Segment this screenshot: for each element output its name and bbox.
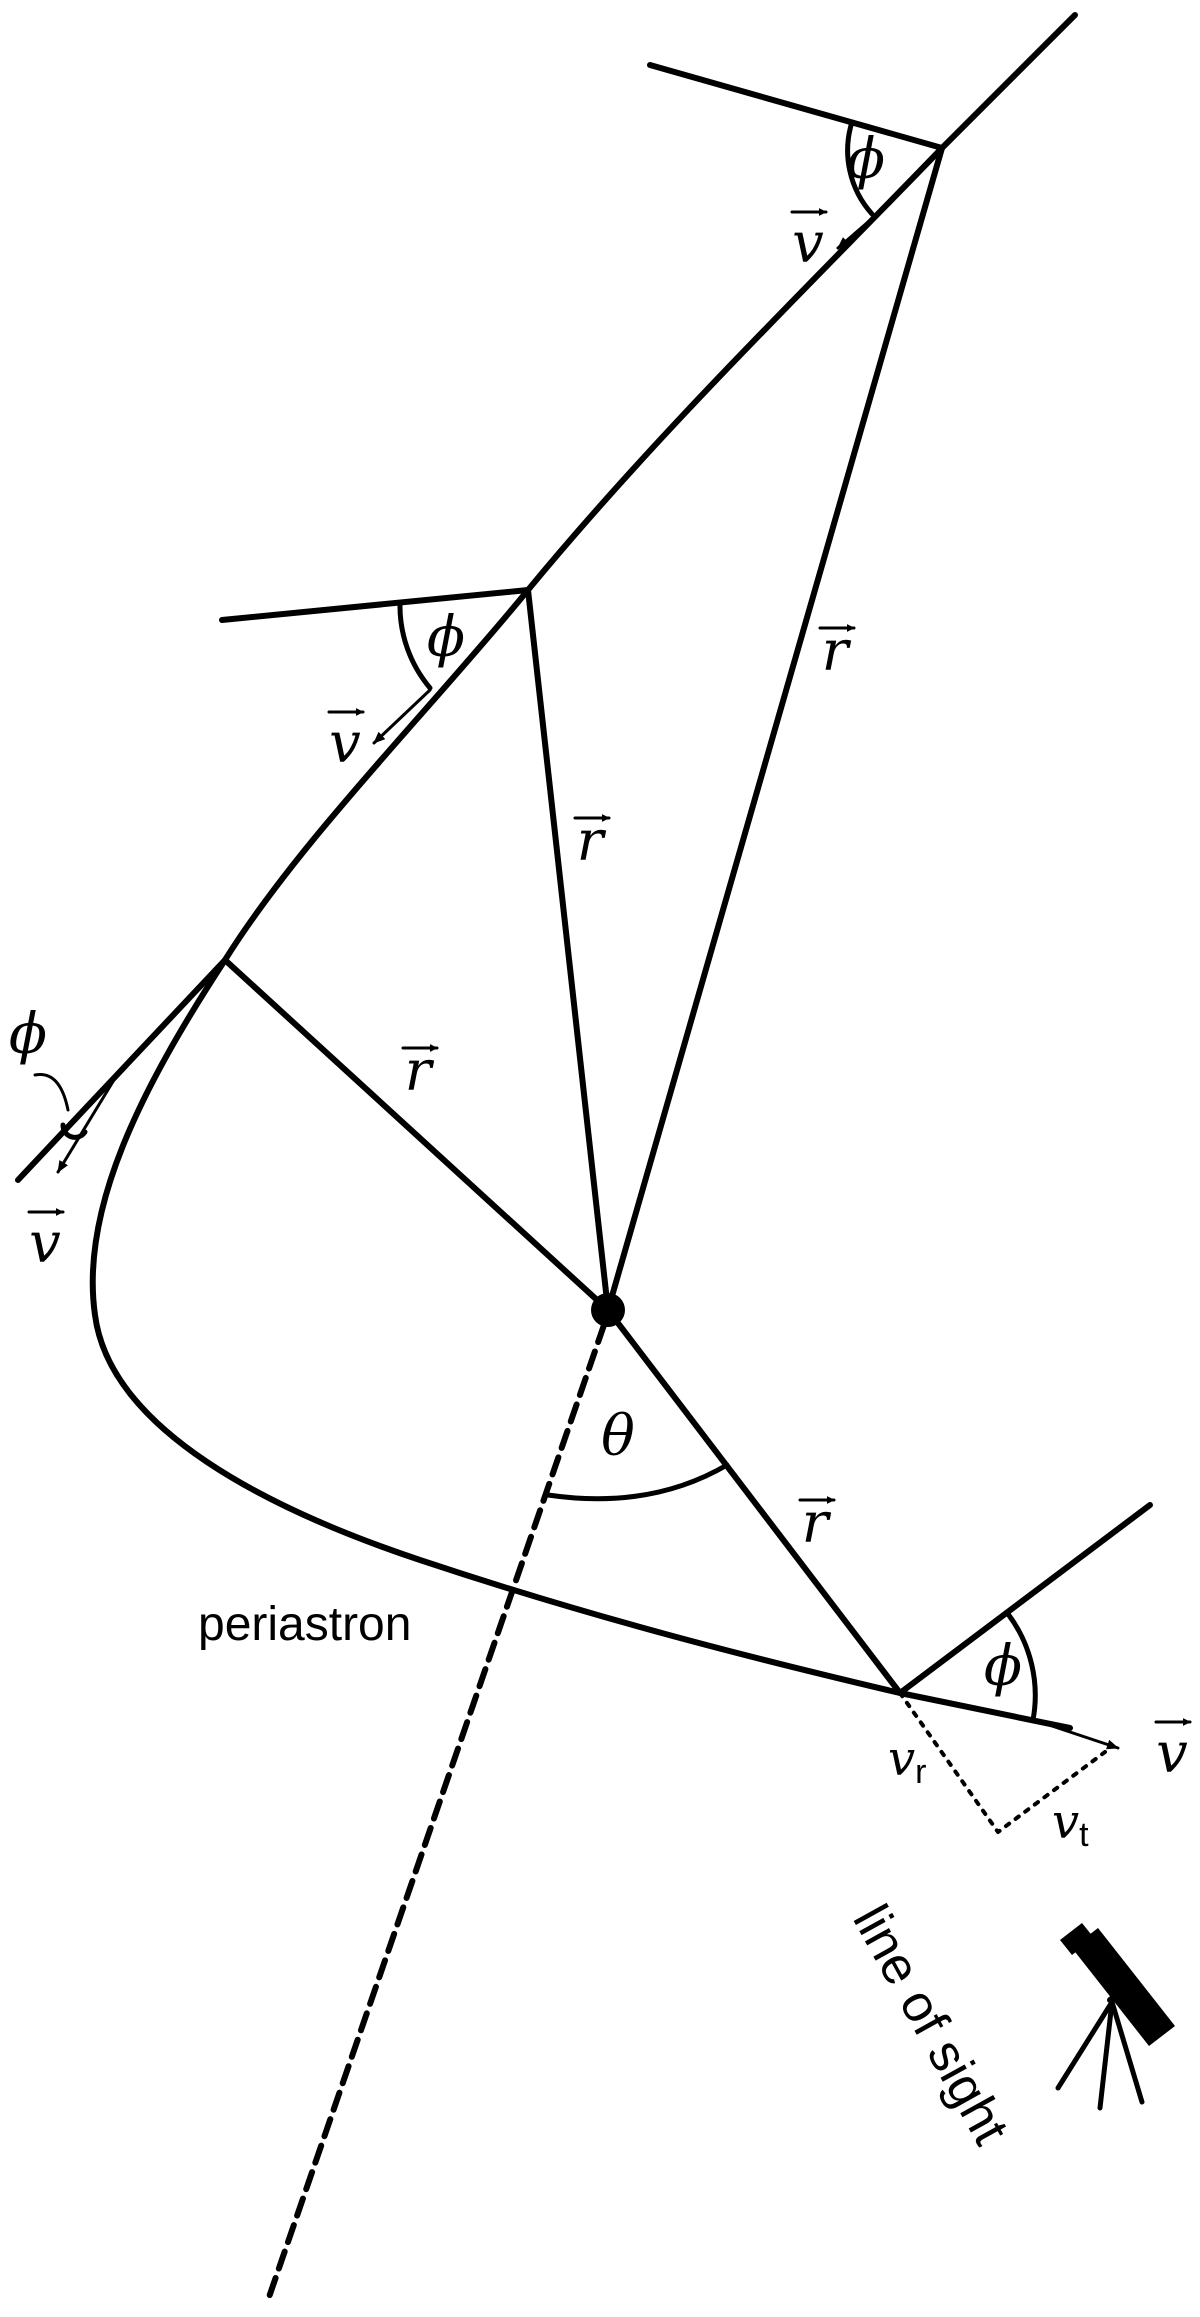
telescope-mount	[1107, 1982, 1133, 2003]
velocity-label-text: v	[29, 1211, 61, 1276]
orbit-path	[89, 12, 1078, 1731]
velocity-components	[898, 1691, 1107, 1834]
periastron-label: periastron	[198, 1598, 411, 1651]
telescope-leg-1	[1055, 1999, 1115, 2091]
telescope-icon	[1055, 1923, 1175, 2111]
radius-line-1	[605, 145, 945, 1313]
radius-label-3: r	[401, 1039, 439, 1104]
line-of-sight-label: line of sight	[842, 1896, 1021, 2155]
radius-line-2	[525, 587, 611, 1313]
central-star	[591, 1293, 625, 1327]
radius-label-text: r	[802, 1491, 832, 1556]
phi-arc-3	[60, 1122, 88, 1140]
velocity-label-3: v	[27, 1208, 65, 1276]
telescope-leg-2	[1097, 1999, 1115, 2111]
phi-label-2: ϕ	[427, 605, 465, 670]
theta-label: θ	[601, 1404, 635, 1469]
radius-line-3	[222, 957, 611, 1313]
tangential-velocity-sub: t	[1079, 1816, 1089, 1854]
phi-reference-line-1	[647, 62, 945, 151]
velocity-label-1: v	[790, 208, 828, 276]
velocity-arrow-2	[372, 688, 432, 745]
phi-label-3: ϕ	[9, 1002, 47, 1067]
phi-leader-line	[33, 1072, 70, 1112]
velocity-arrow-3	[56, 1068, 122, 1174]
phi-arc-1	[845, 119, 875, 217]
radius-label-text: r	[577, 809, 607, 874]
radial-velocity-sub: r	[915, 1753, 926, 1791]
radial-velocity-main: v	[888, 1731, 915, 1787]
tangential-velocity-main: v	[1052, 1794, 1079, 1850]
phi-arc-2	[397, 600, 433, 691]
phi-reference-line-4	[897, 1502, 1153, 1696]
phi-reference-line-2	[219, 587, 531, 623]
velocity-label-2: v	[327, 708, 365, 776]
velocity-arrow-1	[836, 201, 892, 250]
radius-label-2: r	[573, 809, 611, 874]
phi-arc-4	[1005, 1611, 1038, 1723]
telescope-eyepiece	[1060, 1923, 1094, 1955]
phi-label-1: ϕ	[847, 127, 885, 192]
velocity-arrow-4	[1038, 1720, 1120, 1750]
theta-arc	[545, 1462, 730, 1502]
radius-label-4: r	[798, 1491, 836, 1556]
radial-velocity-label: vr	[888, 1731, 926, 1791]
telescope-leg-3	[1109, 1999, 1145, 2105]
velocity-label-text: v	[1156, 1721, 1188, 1786]
phi-label-4: ϕ	[984, 1634, 1022, 1699]
tangential-velocity-label: vt	[1052, 1794, 1089, 1854]
radius-line-4	[605, 1307, 903, 1696]
periastron-line	[265, 1322, 607, 2303]
radius-label-1: r	[818, 619, 856, 684]
radius-label-text: r	[405, 1039, 435, 1104]
velocity-label-text: v	[329, 711, 361, 776]
radius-label-text: r	[822, 619, 852, 684]
velocity-label-4: v	[1154, 1718, 1192, 1786]
velocity-label-text: v	[792, 211, 824, 276]
